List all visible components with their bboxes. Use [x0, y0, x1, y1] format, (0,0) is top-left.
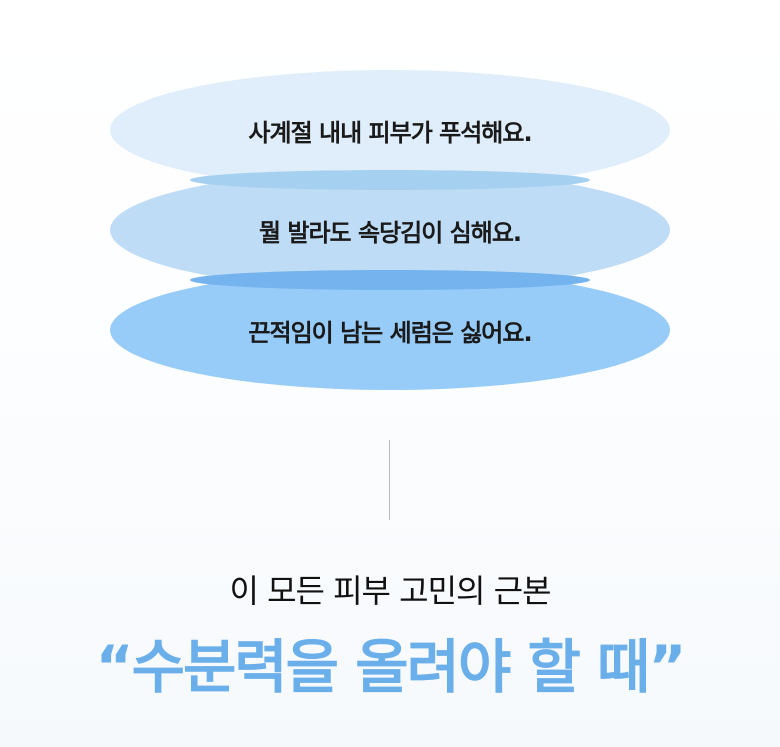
concern-ellipse-3: 끈적임이 남는 세럼은 싫어요.: [110, 270, 670, 390]
concern-text-1: 사계절 내내 피부가 푸석해요.: [248, 118, 532, 147]
ellipse-overlap-1: [190, 170, 590, 190]
ellipse-overlap-2: [190, 270, 590, 290]
skin-concern-stack: 사계절 내내 피부가 푸석해요. 뭘 발라도 속당김이 심해요. 끈적임이 남는…: [110, 70, 670, 390]
subtitle: 이 모든 피부 고민의 근본: [229, 572, 551, 610]
vertical-divider: [389, 440, 390, 520]
concern-text-2: 뭘 발라도 속당김이 심해요.: [258, 218, 522, 247]
concern-text-3: 끈적임이 남는 세럼은 싫어요.: [248, 318, 532, 347]
headline: “수분력을 올려야 할 때”: [95, 633, 686, 701]
